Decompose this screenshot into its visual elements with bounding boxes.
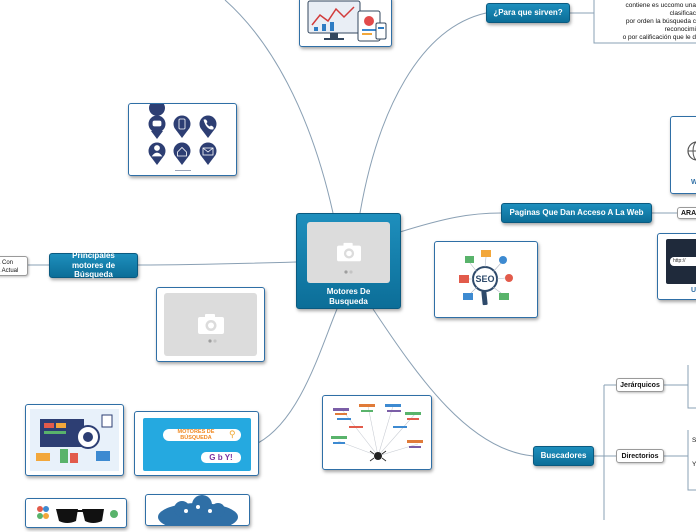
www-letter: W [691, 179, 696, 186]
sunglasses-illustration [37, 506, 118, 523]
phone-icon [203, 119, 214, 130]
principales-note-line-1: a Con [0, 260, 14, 266]
central-topic-node[interactable]: Motores De Busqueda [296, 213, 401, 309]
chat-icon [152, 120, 162, 127]
cloud-network-card [145, 494, 250, 531]
subtopic-directorios[interactable]: Directorios [616, 449, 664, 463]
spider-icon [374, 452, 382, 460]
url-bar-image: http:// [666, 239, 696, 284]
crawler-web-illustration [331, 404, 423, 462]
node-buscadores[interactable]: Buscadores [533, 446, 594, 466]
home-icon [177, 146, 187, 157]
image-placeholder-card [156, 287, 265, 362]
cloud-network-illustration [158, 495, 238, 531]
carousel-dots [344, 270, 353, 274]
connector-lines [28, 0, 696, 520]
url-field: http:// [670, 257, 696, 266]
globe-icon [687, 141, 696, 161]
note-line-4: reconocimi [664, 26, 696, 33]
node-principales-motores[interactable]: Principales motores de Búsqueda [49, 251, 138, 279]
note-line-1: contiene es uccomo una [625, 2, 696, 9]
search-engines-banner: MOTORES DE BÚSQUEDA ⚲ G b Y! [143, 418, 251, 471]
carousel-dots [208, 339, 217, 343]
banner-search-bar [163, 429, 241, 441]
note-line-3: por orden la búsqueda c [625, 18, 696, 25]
crawler-web-card [322, 395, 432, 470]
user-icon [154, 145, 160, 151]
image-placeholder [164, 293, 257, 356]
magnifier-icon: ⚲ [229, 429, 236, 439]
camera-icon [197, 313, 224, 334]
url-illustration-card: http:// U [657, 233, 696, 300]
web-graphic-illustration [30, 409, 119, 471]
seo-label: SEO [475, 274, 494, 284]
central-topic-label: Motores De Busqueda [326, 287, 371, 306]
directorios-partial-text-1: S [692, 437, 696, 444]
search-engines-banner-card: MOTORES DE BÚSQUEDA ⚲ G b Y! [134, 411, 259, 476]
central-image-placeholder [307, 222, 390, 283]
banner-title: MOTORES DE BÚSQUEDA [177, 429, 215, 441]
directorios-partial-text-2: Y [692, 461, 696, 468]
dashboard-illustration [307, 0, 387, 42]
principales-partial-note: a Con a Actual [0, 256, 28, 276]
www-illustration-card: W [670, 116, 696, 194]
mobile-icon [178, 118, 186, 130]
seo-illustration-card: SEO [434, 241, 538, 318]
subtopic-aranas[interactable]: ARAÑ [677, 207, 696, 219]
web-graphic-card [25, 404, 124, 476]
mail-icon [202, 147, 214, 156]
seo-illustration: SEO [459, 250, 513, 306]
principales-note-line-2: a Actual [0, 268, 19, 274]
note-line-5: o por calificación que le d [622, 34, 696, 41]
contact-icons-illustration [148, 100, 217, 171]
camera-icon [336, 242, 361, 261]
sunglasses-card [25, 498, 127, 528]
node-paginas-acceso-web[interactable]: Paginas Que Dan Acceso A La Web [501, 203, 652, 223]
search-engine-logos: G b Y! [201, 452, 241, 463]
url-letter: U [691, 287, 696, 294]
subtopic-jerarquicos[interactable]: Jerárquicos [616, 378, 664, 392]
dashboard-illustration-card [299, 0, 392, 47]
node-para-que-sirven[interactable]: ¿Para que sirven? [486, 3, 570, 23]
contact-icons-card [128, 100, 237, 176]
note-line-2: clasificac [669, 10, 696, 17]
